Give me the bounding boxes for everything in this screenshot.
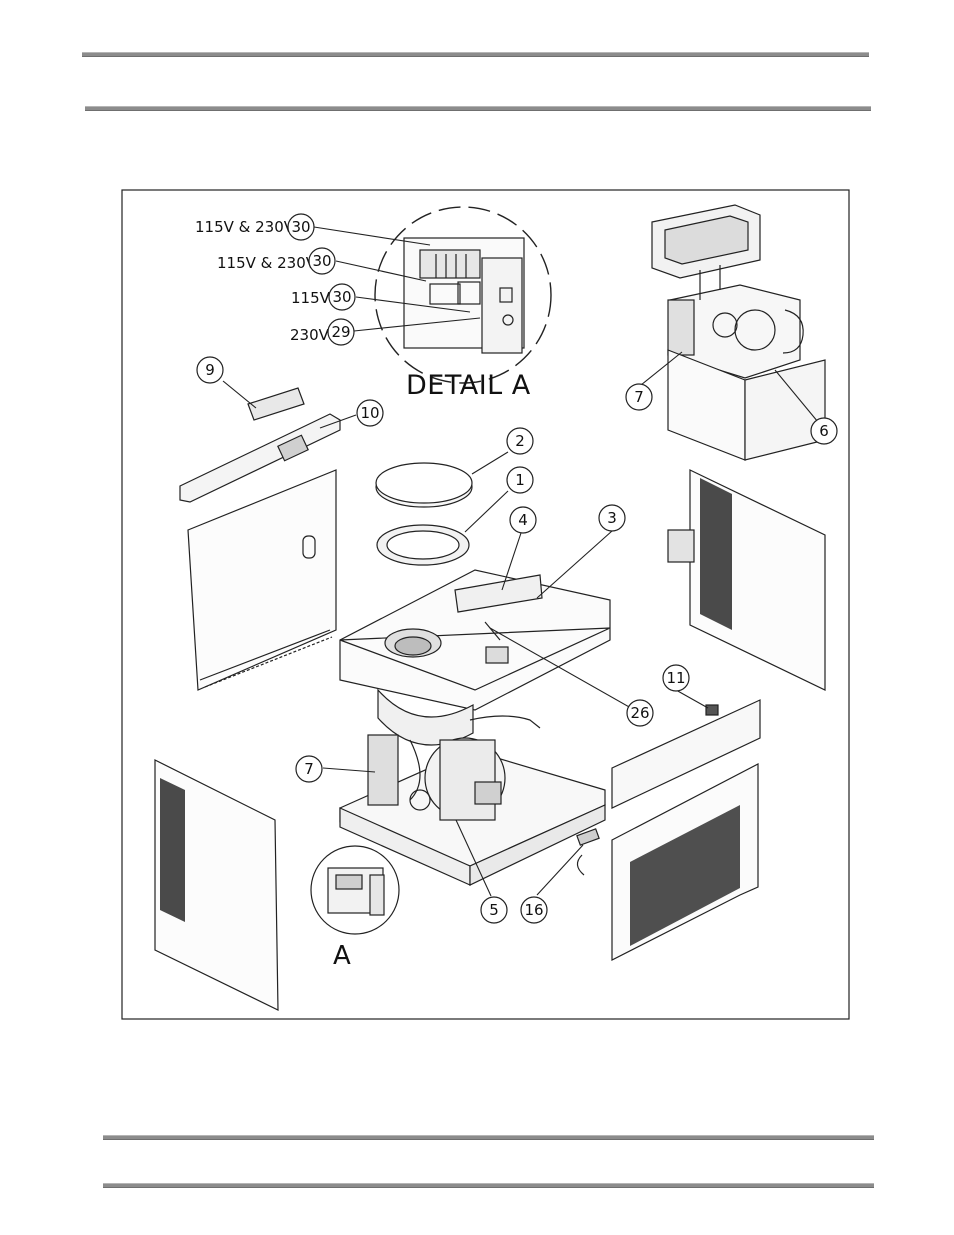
top-chassis [340, 570, 610, 710]
svg-text:30: 30 [332, 288, 351, 306]
voltage-label-1: 115V & 230V [195, 218, 295, 236]
callout-5: 5 [481, 897, 507, 923]
svg-text:30: 30 [291, 218, 310, 236]
callout-4: 4 [510, 507, 536, 533]
voltage-label-3: 115V [291, 289, 331, 307]
callout-29: 29 [328, 319, 354, 345]
front-door-panel [188, 470, 336, 690]
svg-text:7: 7 [304, 760, 314, 778]
voltage-label-2: 115V & 230V [217, 254, 317, 272]
callout-7-upper: 7 [626, 384, 652, 410]
svg-text:11: 11 [666, 669, 685, 687]
detail-a-title: DETAIL A [406, 370, 531, 401]
callout-6: 6 [811, 418, 837, 444]
svg-text:26: 26 [630, 704, 649, 722]
part-9-label-plate [248, 388, 304, 420]
svg-text:3: 3 [607, 509, 617, 527]
svg-text:2: 2 [515, 432, 525, 450]
callout-16: 16 [521, 897, 547, 923]
left-side-panel [155, 760, 278, 1010]
voltage-label-4: 230V [290, 326, 330, 344]
svg-text:30: 30 [312, 252, 331, 270]
callout-10: 10 [357, 400, 383, 426]
part-16-fitting [577, 829, 599, 875]
callout-2: 2 [507, 428, 533, 454]
callout-26: 26 [627, 700, 653, 726]
callout-1: 1 [507, 467, 533, 493]
right-side-panel [668, 470, 825, 690]
upper-right-assembly [652, 205, 825, 460]
callout-11: 11 [663, 665, 689, 691]
part-11-clip [706, 705, 718, 715]
callout-9: 9 [197, 357, 223, 383]
inset-a-view [311, 846, 399, 934]
svg-text:1: 1 [515, 471, 525, 489]
detail-a-view [375, 207, 551, 383]
callout-30-a: 30 [288, 214, 314, 240]
svg-text:10: 10 [360, 404, 379, 422]
callout-30-c: 30 [329, 284, 355, 310]
callout-7-lower: 7 [296, 756, 322, 782]
svg-text:29: 29 [331, 323, 350, 341]
callout-30-b: 30 [309, 248, 335, 274]
svg-text:5: 5 [489, 901, 499, 919]
inset-a-marker: A [333, 941, 351, 971]
callout-3: 3 [599, 505, 625, 531]
svg-text:16: 16 [524, 901, 543, 919]
svg-text:9: 9 [205, 361, 215, 379]
svg-text:7: 7 [634, 388, 644, 406]
svg-text:4: 4 [518, 511, 528, 529]
svg-text:6: 6 [819, 422, 829, 440]
